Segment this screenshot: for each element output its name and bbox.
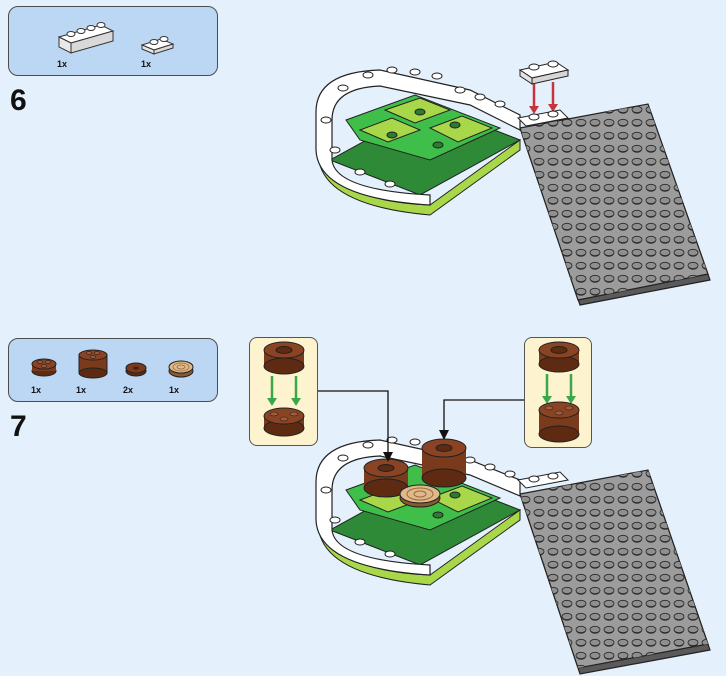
wood-grain-round-tile-2x2-icon	[168, 360, 194, 378]
callout-left-art	[263, 341, 305, 437]
part-qty: 1x	[169, 385, 180, 395]
step-7-model	[315, 436, 711, 675]
gray-baseplate	[519, 469, 711, 675]
step-7-parts-box: 1x 1x 2x 1x	[8, 338, 218, 402]
white-plate-1x2-icon	[518, 60, 570, 85]
part-qty: 1x	[31, 385, 42, 395]
brown-round-plate-stack	[363, 458, 409, 498]
callout-right	[524, 337, 592, 448]
down-arrow-icon	[542, 374, 576, 404]
brown-round-plate-2x2-icon	[263, 341, 305, 375]
white-plate-1x2-icon	[140, 36, 175, 55]
part-qty: 1x	[141, 59, 152, 69]
part-qty: 2x	[123, 385, 134, 395]
down-arrow-icon	[529, 82, 558, 114]
brown-round-brick-stack	[421, 438, 467, 488]
callout-right-art	[538, 341, 580, 443]
step-6-parts-art	[57, 22, 175, 55]
step-6-parts-box: 1x 1x	[8, 6, 218, 76]
step-number-7: 7	[10, 410, 27, 443]
brown-round-plate-2x2-icon	[31, 358, 57, 377]
wood-grain-round-tile-2x2-icon	[399, 484, 441, 508]
step-7-parts-art	[31, 349, 194, 379]
part-qty: 1x	[76, 385, 87, 395]
step-number-6: 6	[10, 84, 27, 117]
brown-round-tile-1x1-icon	[263, 407, 305, 437]
part-qty: 1x	[57, 59, 68, 69]
white-brick-1x4-icon	[57, 22, 115, 54]
brown-round-plate-2x2-icon	[538, 341, 580, 373]
gray-baseplate	[519, 103, 711, 306]
down-arrow-icon	[267, 376, 301, 406]
callout-left	[249, 337, 318, 446]
brown-round-brick-2x2-icon	[538, 401, 580, 443]
brown-round-tile-1x1-icon	[125, 362, 147, 377]
white-wall	[315, 66, 521, 206]
white-wall	[315, 436, 570, 576]
green-floor	[328, 464, 522, 566]
callout-connector-left	[318, 390, 393, 462]
callout-connector-right	[439, 399, 524, 440]
green-floor	[328, 94, 522, 196]
brown-round-brick-2x2-icon	[78, 349, 108, 379]
step-6-model	[315, 60, 711, 306]
